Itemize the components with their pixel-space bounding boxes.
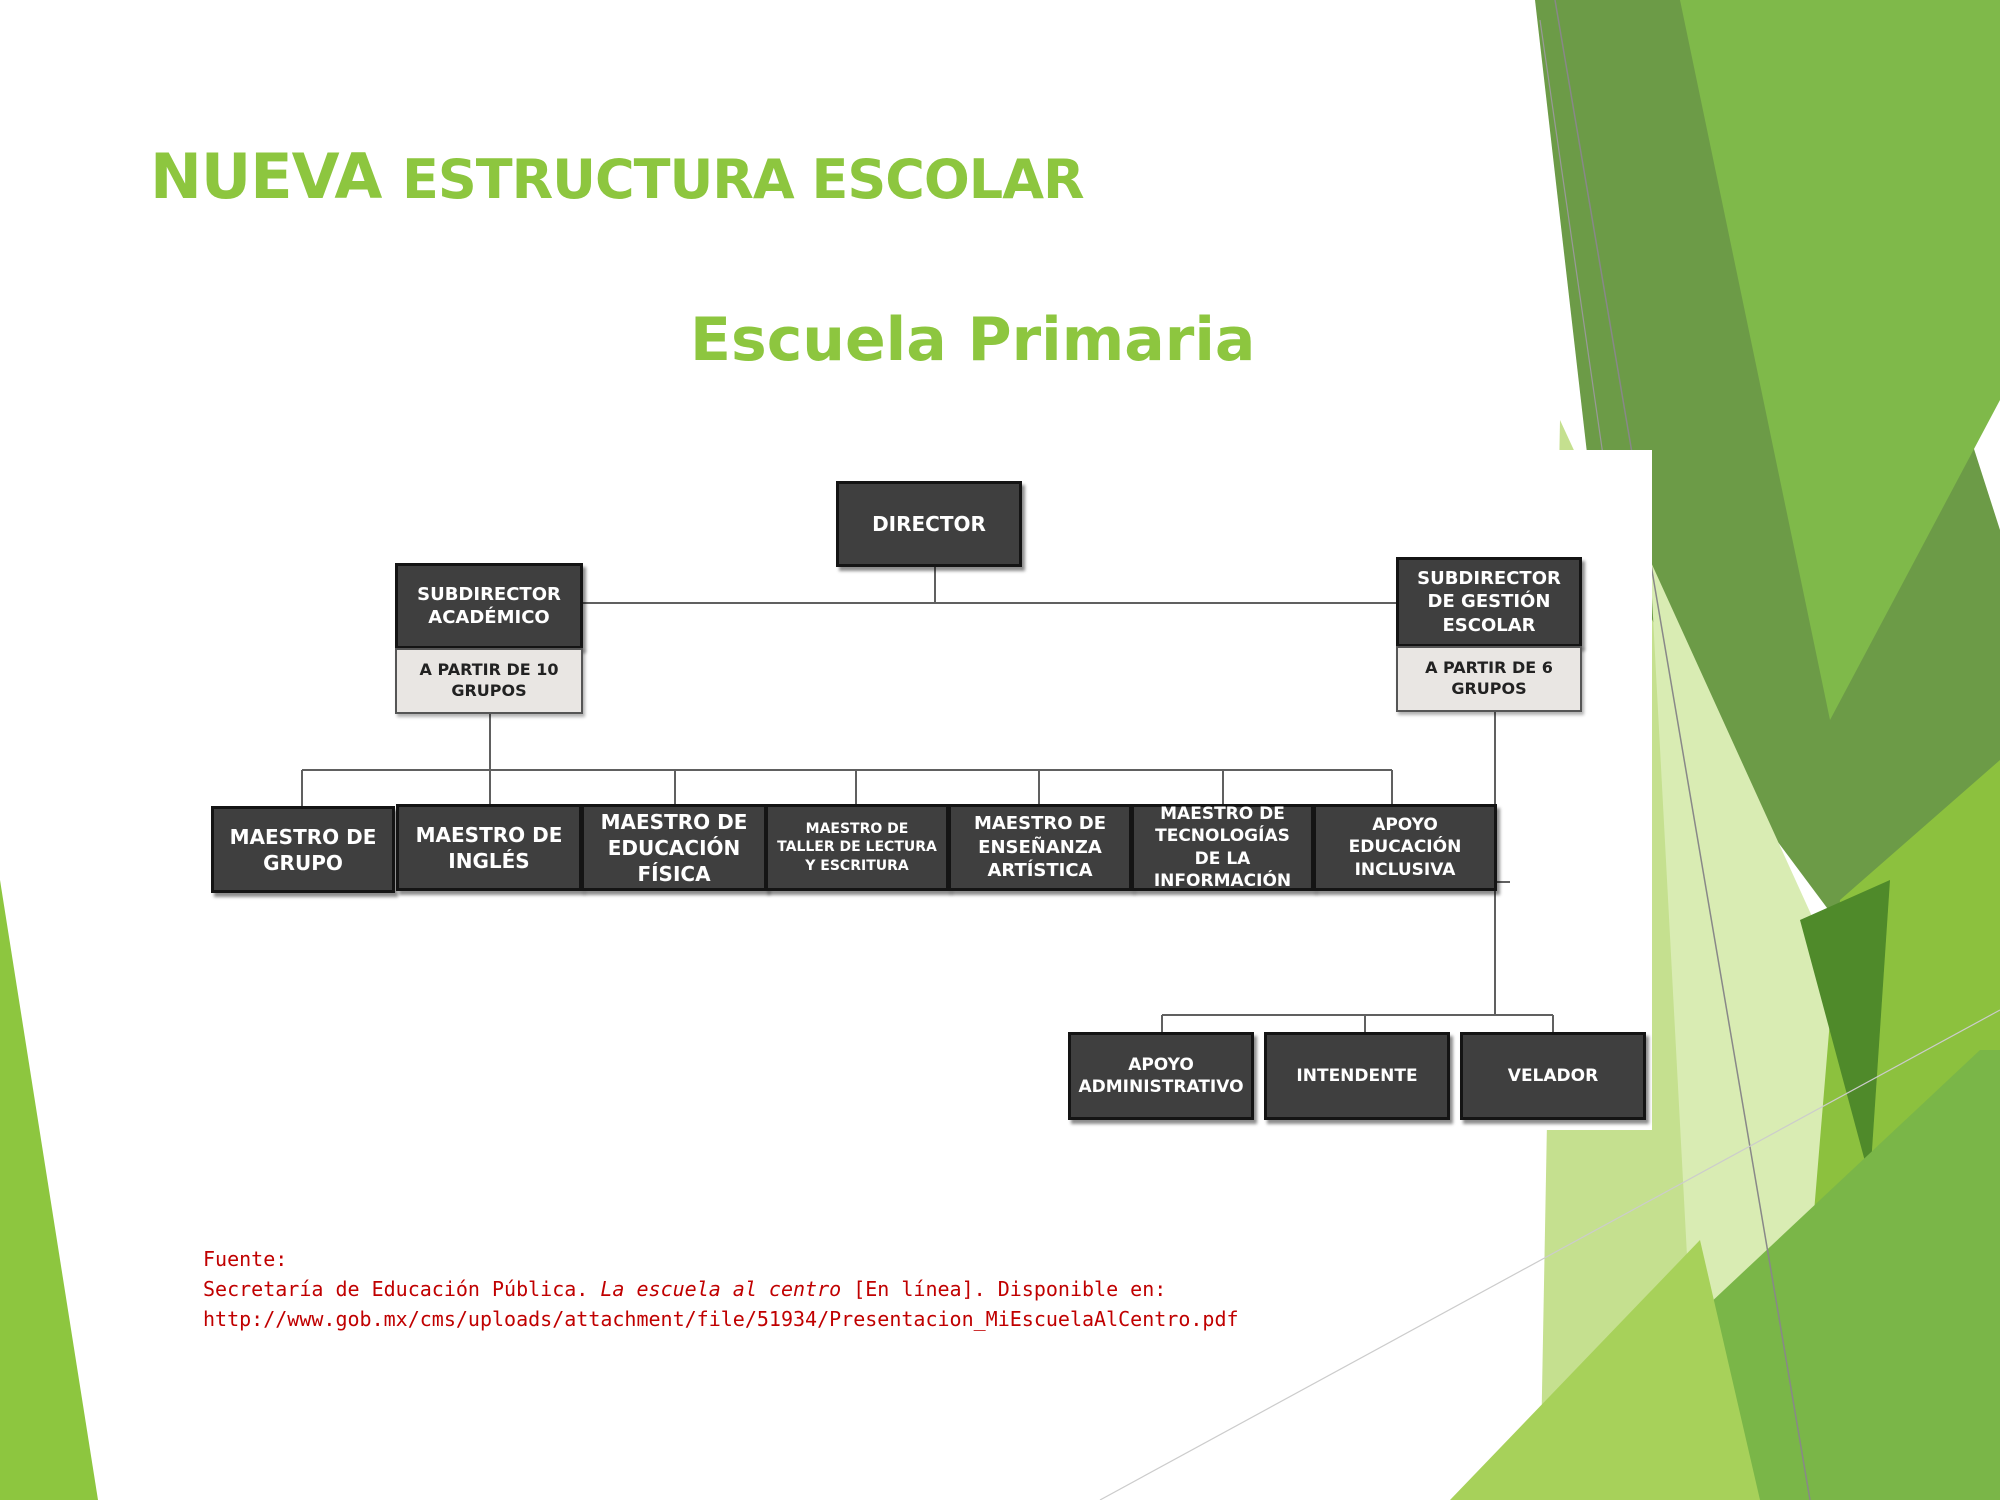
org-box-subdirector-gestion: SUBDIRECTOR DE GESTIÓN ESCOLAR xyxy=(1396,557,1582,647)
deco-thin-line-3 xyxy=(1099,1009,2000,1500)
org-box-maestro-educacion-fisica: MAESTRO DE EDUCACIÓN FÍSICA xyxy=(581,804,767,891)
slide-subtitle: Escuela Primaria xyxy=(690,305,1256,375)
org-box-maestro-ensenanza-artistica: MAESTRO DE ENSEÑANZA ARTÍSTICA xyxy=(948,804,1132,891)
slide-title-part1: NUEVA xyxy=(150,140,382,213)
source-reference: Secretaría de Educación Pública. La escu… xyxy=(203,1274,1239,1304)
deco-thin-line-1 xyxy=(1554,0,1811,1500)
source-title-italic: La escuela al centro xyxy=(600,1277,842,1301)
org-box-apoyo-administrativo: APOYO ADMINISTRATIVO xyxy=(1068,1032,1254,1120)
org-note-subdirector-gestion: A PARTIR DE 6 GRUPOS xyxy=(1396,646,1582,712)
org-box-maestro-taller-lectura: MAESTRO DE TALLER DE LECTURA Y ESCRITURA xyxy=(765,804,949,891)
org-box-director: DIRECTOR xyxy=(836,481,1022,567)
right-deco-panel-deep xyxy=(1800,880,1890,1180)
org-box-intendente: INTENDENTE xyxy=(1264,1032,1450,1120)
org-box-velador: VELADOR xyxy=(1460,1032,1646,1120)
left-green-wedge xyxy=(0,880,98,1500)
slide-title: NUEVA ESTRUCTURA ESCOLAR xyxy=(150,140,1085,213)
org-box-maestro-tecnologias: MAESTRO DE TECNOLOGÍAS DE LA INFORMACIÓN xyxy=(1131,804,1314,891)
source-label: Fuente: xyxy=(203,1247,288,1271)
source-text-after: [En línea]. Disponible en: xyxy=(841,1277,1167,1301)
right-deco-panel-mid xyxy=(1680,0,2000,720)
slide-title-part2: ESTRUCTURA ESCOLAR xyxy=(401,148,1085,211)
org-box-apoyo-educacion-inclusiva: APOYO EDUCACIÓN INCLUSIVA xyxy=(1313,804,1497,891)
org-box-maestro-grupo: MAESTRO DE GRUPO xyxy=(211,806,395,893)
org-box-subdirector-academico: SUBDIRECTOR ACADÉMICO xyxy=(395,563,583,649)
org-box-maestro-ingles: MAESTRO DE INGLÉS xyxy=(396,804,582,891)
org-note-subdirector-academico: A PARTIR DE 10 GRUPOS xyxy=(395,648,583,714)
source-url-link[interactable]: http://www.gob.mx/cms/uploads/attachment… xyxy=(203,1307,1239,1331)
source-text-before: Secretaría de Educación Pública. xyxy=(203,1277,601,1301)
source-citation: Fuente: Secretaría de Educación Pública.… xyxy=(203,1244,1239,1334)
bottom-right-sweep-light xyxy=(1450,1240,1760,1500)
